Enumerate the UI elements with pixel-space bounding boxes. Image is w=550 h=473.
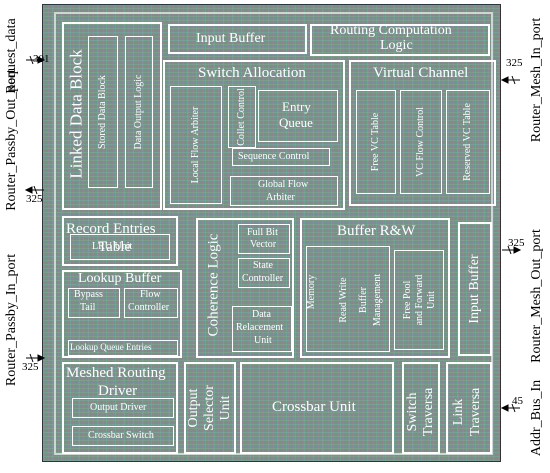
crossbar-unit-block [240, 362, 394, 454]
full-bit-vector-label-1: Full Bit [247, 227, 278, 238]
crossbar-unit-label: Crossbar Unit [272, 399, 356, 415]
record-entries-label-1: Record Entries [66, 221, 156, 237]
full-bit-vector-label-2: Vector [250, 239, 277, 250]
output-driver-block [72, 398, 174, 418]
state-controller-label-2: Controller [242, 273, 284, 284]
lookup-queue-entries-label: Lookup Queue Entries [70, 342, 152, 352]
data-replacement-unit-block [232, 306, 292, 352]
mesh-out-width-label: 325 [508, 237, 525, 249]
passby-in-arrowhead [37, 354, 46, 362]
flow-controller-label-2: Controller [128, 302, 170, 313]
passby-out-bus-tick [33, 185, 38, 195]
request-data-arrowhead [37, 56, 46, 64]
chip-die [42, 4, 501, 462]
addr-bus-arrowhead [500, 404, 509, 412]
meshed-routing-label-1: Meshed Routing [66, 365, 166, 381]
flow-controller-label-1: Flow [140, 289, 161, 300]
buffer-rw-block [300, 218, 450, 358]
crossbar-switch-block [72, 426, 174, 446]
mesh-out-bus-tick [507, 245, 512, 255]
linked-data-block [62, 22, 162, 210]
switch-allocation-label: Switch Allocation [198, 65, 306, 81]
mesh-in-port-label: Router_Mesh_In_port [529, 17, 544, 143]
record-entries-label-2: Table [98, 239, 132, 255]
passby-in-port-label: Router_Passby_In_port [4, 253, 19, 387]
meshed-routing-driver-block [62, 362, 178, 454]
bypass-label-2: Tail [80, 302, 96, 313]
read-write-buffer-block [306, 246, 390, 352]
global-flow-arbiter-label-1: Global Flow [258, 179, 309, 190]
passby-out-width-label: 325 [26, 193, 43, 205]
mesh-in-width-label: 325 [506, 57, 523, 69]
virtual-channel-label: Virtual Channel [373, 65, 469, 81]
record-entries-table-block [62, 216, 178, 266]
routing-computation-block [310, 24, 490, 56]
input-buffer-top-block [168, 24, 307, 54]
request-data-bus-tick [29, 55, 34, 65]
lookup-queue-entries-block [68, 340, 178, 356]
crossbar-switch-label: Crossbar Switch [88, 430, 154, 441]
global-flow-arbiter-block [230, 176, 338, 206]
virtual-channel-block [349, 60, 496, 206]
passby-out-port-label: Router_Passby_Out_port [4, 69, 19, 211]
core-boundary [54, 12, 493, 455]
mesh-out-port-label: Router_Mesh_Out_port [529, 229, 544, 363]
free-pool-forward-block [394, 250, 444, 350]
data-replacement-label-2: Relacement [236, 322, 284, 333]
addr-bus-port-label: Addr_Bus_In [529, 379, 544, 457]
passby-in-width-label: 325 [22, 361, 39, 373]
sequence-control-label: Sequence Control [238, 151, 310, 162]
state-controller-block [238, 258, 290, 288]
input-buffer-right-block [458, 222, 492, 356]
state-controller-label-1: State [253, 260, 273, 271]
addr-bus-tick [511, 403, 516, 413]
switch-traversal-block [402, 362, 440, 454]
passby-in-bus-tick [29, 353, 34, 363]
lru-unit-block [70, 234, 170, 260]
switch-allocation-block [163, 60, 345, 210]
output-driver-label: Output Driver [90, 402, 147, 413]
addr-bus-width-label: 45 [512, 395, 523, 407]
bypass-tail-block [68, 288, 120, 318]
flow-controller-block [124, 288, 178, 318]
request-data-width-label: 301 [33, 53, 50, 65]
passby-out-arrowhead [24, 186, 33, 194]
bypass-label-1: Bypass [74, 289, 103, 300]
output-selector-unit-block [184, 362, 236, 454]
mesh-out-arrowhead [513, 246, 522, 254]
global-flow-arbiter-label-2: Arbiter [266, 192, 295, 203]
free-vc-table-block [356, 90, 396, 194]
sequence-control-block [232, 148, 330, 166]
buffer-rw-label: Buffer R&W [337, 223, 416, 239]
routing-computation-label-2: Logic [380, 38, 413, 53]
lookup-buffer-label: Lookup Buffer [78, 271, 162, 286]
mesh-in-arrowhead [500, 76, 509, 84]
entry-queue-label-1: Entry [282, 99, 311, 114]
coherence-logic-block [196, 218, 294, 358]
vc-flow-control-block [400, 90, 442, 194]
data-output-logic-block [125, 36, 153, 188]
lru-unit-label: LRU Unit [92, 241, 133, 252]
routing-computation-label-1: Routing Computation [330, 23, 452, 38]
full-bit-vector-block [238, 224, 290, 254]
data-replacement-label-3: Unit [254, 335, 272, 346]
local-flow-arbiter-block [170, 86, 222, 204]
stored-data-block [88, 36, 118, 188]
collect-control-block [228, 86, 256, 148]
link-traversal-block [446, 362, 492, 454]
input-buffer-top-label: Input Buffer [196, 31, 266, 46]
meshed-routing-label-2: Driver [98, 383, 138, 399]
data-replacement-label-1: Data [252, 309, 271, 320]
mesh-in-bus-tick [511, 75, 516, 85]
lookup-buffer-block [62, 270, 182, 358]
reserved-vc-table-block [446, 90, 490, 194]
entry-queue-block [258, 90, 338, 142]
entry-queue-label-2: Queue [279, 115, 313, 130]
